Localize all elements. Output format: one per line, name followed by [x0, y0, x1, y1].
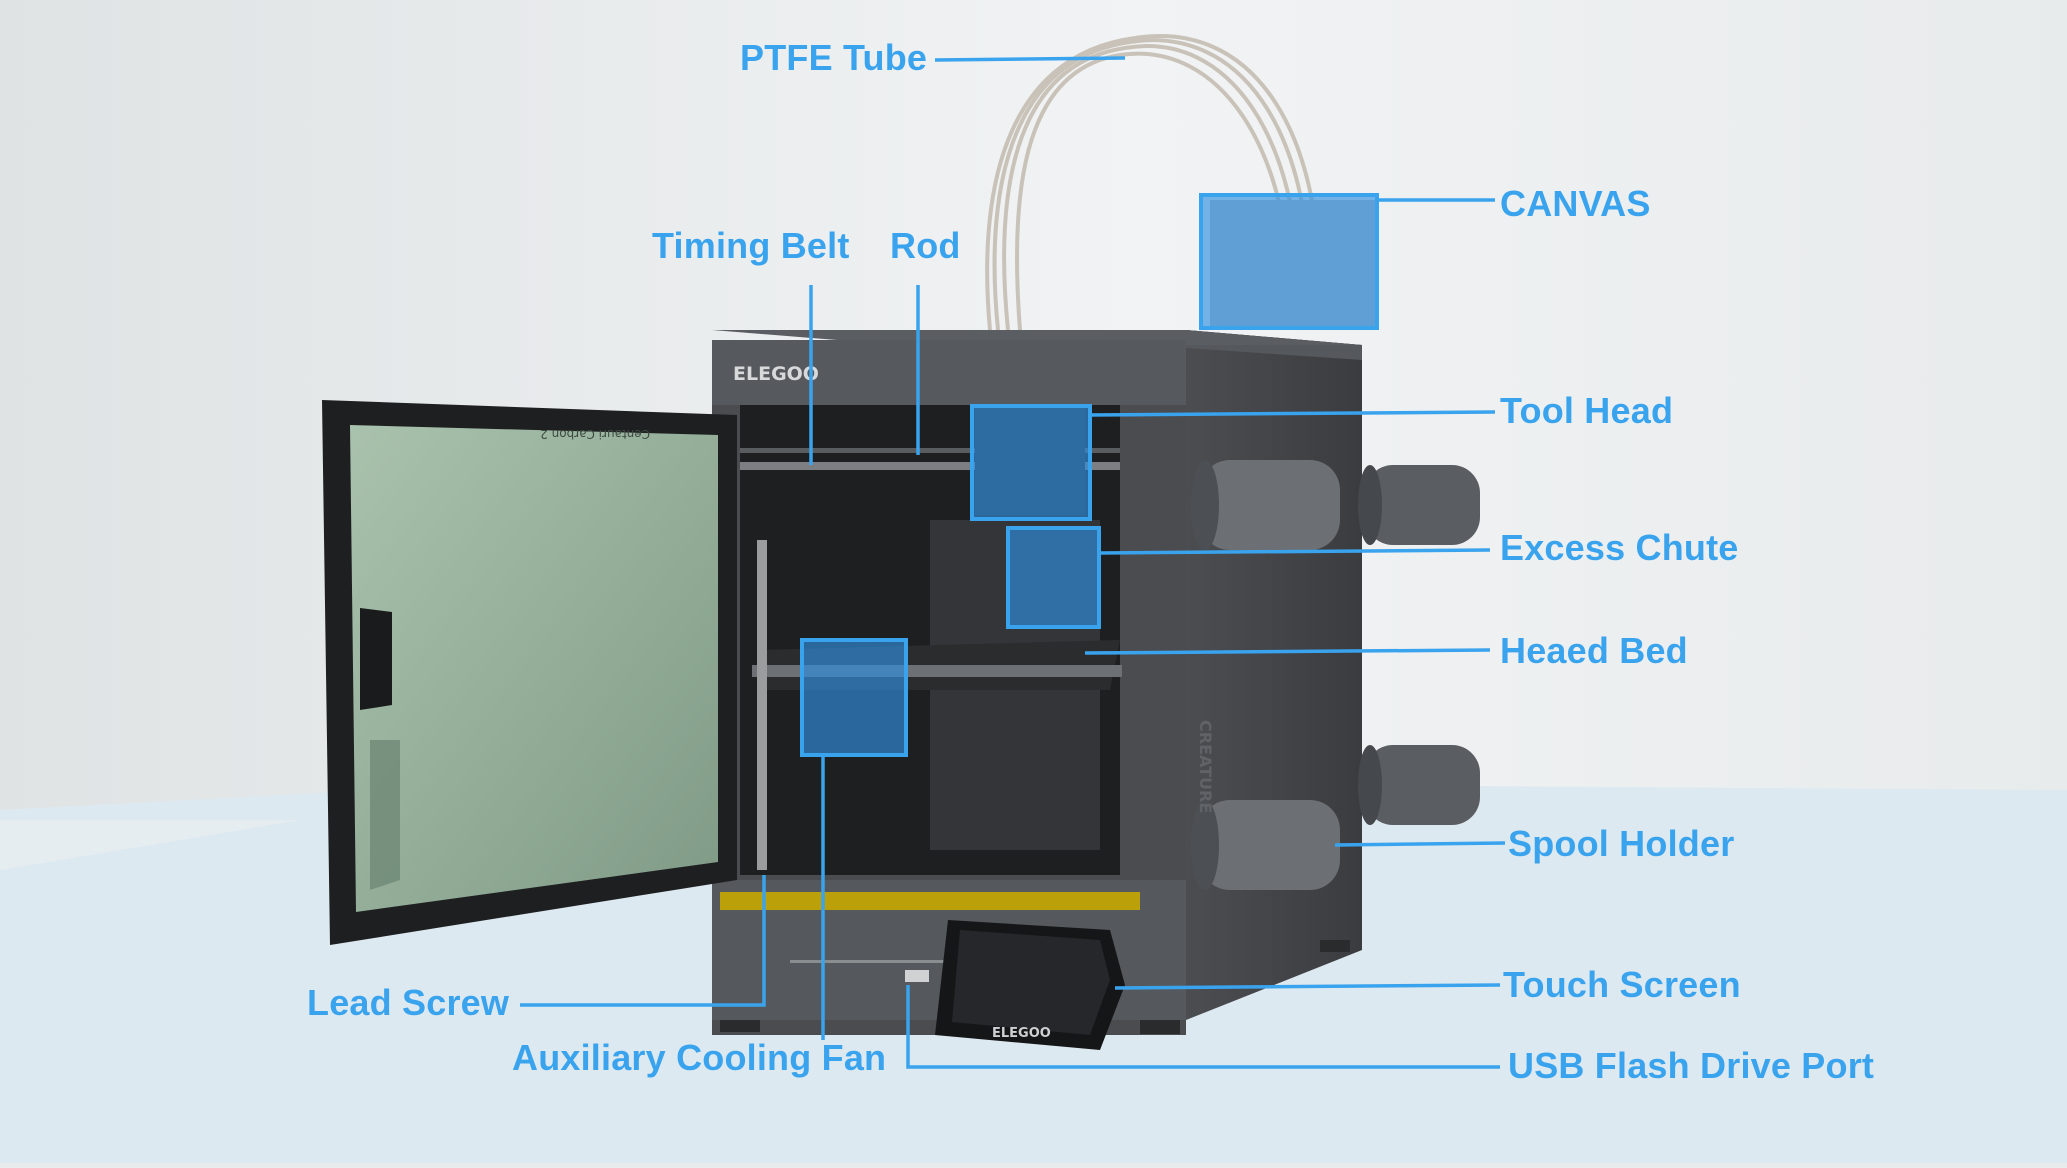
ptfe-leader — [934, 56, 1126, 62]
rod-label: Rod — [890, 225, 961, 266]
tool-head-highlight — [970, 404, 1092, 521]
usb-port-label: USB Flash Drive Port — [1508, 1045, 1875, 1086]
ptfe-tube-label: PTFE Tube — [740, 37, 928, 78]
heated-bed-label: Heaed Bed — [1500, 630, 1688, 671]
screen-logo: ELEGOO — [992, 1026, 1051, 1041]
lead-screw-label: Lead Screw — [307, 982, 510, 1023]
highlight-boxes — [800, 193, 1379, 757]
lead-screw — [757, 540, 767, 870]
ptfe-tubes — [985, 34, 1323, 331]
spool-holder-leader — [1334, 841, 1506, 847]
canvas-highlight — [1199, 193, 1379, 330]
aux-fan-label: Auxiliary Cooling Fan — [512, 1037, 887, 1078]
door-glass — [350, 425, 718, 912]
spool-bottom-left — [1191, 800, 1340, 890]
door-text: Centauri Carbon 2 — [540, 427, 650, 441]
side-text: CREATURE — [1196, 720, 1215, 813]
aux-fan-highlight — [800, 638, 908, 757]
usb-port-shape — [905, 970, 929, 982]
spool-bottom-right — [1358, 745, 1480, 825]
touch-screen-label: Touch Screen — [1503, 964, 1741, 1005]
excess-chute-label: Excess Chute — [1500, 527, 1739, 568]
lead-screw-leader — [520, 875, 766, 1007]
timing-belt-label: Timing Belt — [652, 225, 850, 266]
tool-head-label: Tool Head — [1500, 390, 1674, 431]
usb-port-leader — [906, 985, 1500, 1069]
excess-chute-leader — [1099, 548, 1491, 555]
leader-lines — [520, 56, 1506, 1069]
canvas-label: CANVAS — [1500, 183, 1651, 224]
front-logo: ELEGOO — [733, 363, 819, 385]
spool-top-right — [1358, 465, 1480, 545]
spool-holder-label: Spool Holder — [1508, 823, 1735, 864]
printer-side-panel — [1186, 330, 1362, 1020]
spool-top-left — [1191, 460, 1340, 550]
tool-head-leader — [1089, 410, 1496, 417]
excess-chute-highlight — [1006, 526, 1101, 629]
heated-bed-leader — [1084, 648, 1491, 655]
touch-screen-leader — [1114, 983, 1501, 990]
